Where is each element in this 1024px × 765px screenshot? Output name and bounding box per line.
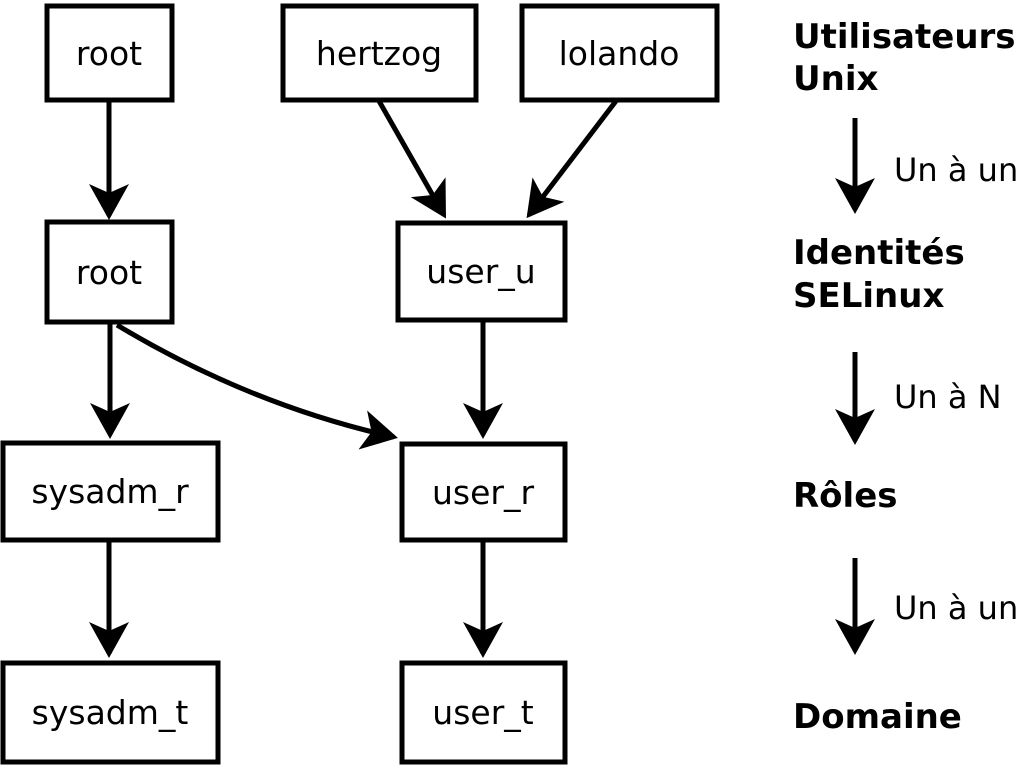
node-label-hertzog: hertzog — [316, 34, 442, 73]
node-label-sysadm-t: sysadm_t — [32, 693, 189, 732]
node-box-hertzog — [280, 3, 479, 103]
legend-heading-selinux: SELinux — [793, 276, 944, 316]
node-label-user-u: user_u — [426, 252, 535, 291]
edge-lolando-to-user-u — [526, 99, 618, 219]
legend-heading-unix: Unix — [793, 59, 878, 99]
node-box-sysadm-r — [0, 440, 221, 543]
node-box-sysadm-t — [0, 660, 221, 765]
legend-heading-identites: Identités — [793, 233, 965, 273]
legend-heading-utilisateurs: Utilisateurs — [793, 17, 1016, 57]
row-unix-users: root hertzog lolando — [44, 3, 720, 103]
legend-label-un-a-un-2: Un à un — [894, 589, 1018, 627]
row-roles: sysadm_r user_r — [0, 440, 568, 543]
legend-label-un-a-un-1: Un à un — [894, 151, 1018, 189]
node-box-lolando — [519, 3, 720, 103]
legend-label-un-a-n: Un à N — [894, 378, 1002, 416]
legend-column: Utilisateurs Unix Un à un Identités SELi… — [793, 17, 1018, 737]
legend-heading-domaine: Domaine — [793, 697, 962, 737]
node-box-selinux-root — [44, 219, 175, 325]
legend-heading-roles: Rôles — [793, 476, 898, 516]
node-label-unix-root: root — [76, 34, 142, 73]
edge-hertzog-to-user-u — [376, 99, 447, 219]
node-box-user-t — [399, 660, 568, 765]
edge-root-to-user-r — [115, 322, 398, 450]
row-domains: sysadm_t user_t — [0, 660, 568, 765]
node-box-unix-root — [44, 3, 175, 103]
node-label-selinux-root: root — [76, 253, 142, 292]
node-box-user-r — [399, 441, 568, 543]
node-label-user-r: user_r — [432, 473, 534, 512]
node-label-user-t: user_t — [432, 693, 533, 732]
node-box-user-u — [395, 220, 568, 323]
node-label-sysadm-r: sysadm_r — [31, 472, 189, 511]
row-selinux-identities: root user_u — [44, 219, 568, 325]
node-label-lolando: lolando — [559, 34, 680, 73]
